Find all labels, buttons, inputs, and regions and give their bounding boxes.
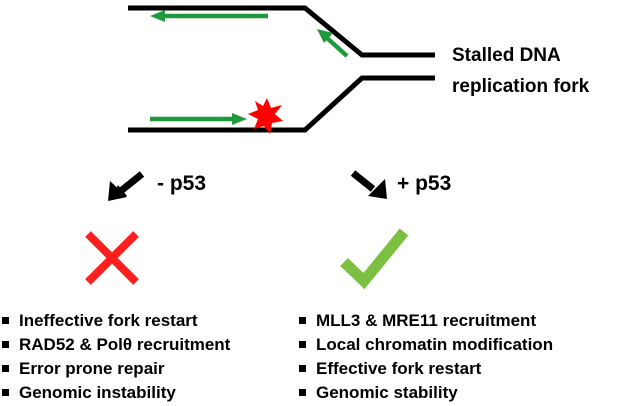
green-checkmark-icon	[340, 228, 409, 290]
nascent-strand-top	[150, 10, 268, 22]
list-item: Error prone repair	[1, 357, 230, 381]
branch-label-minus-p53: - p53	[157, 172, 207, 195]
down-left-arrow-icon	[108, 171, 145, 201]
branch-label-plus-p53: + p53	[397, 172, 452, 195]
fork-label: Stalled DNA replication fork	[452, 40, 589, 102]
nascent-strand-diagonal	[317, 29, 349, 58]
list-item: RAD52 & Polθ recruitment	[1, 333, 230, 357]
list-item: Effective fork restart	[298, 357, 553, 381]
list-item: Ineffective fork restart	[1, 309, 230, 333]
fork-label-line-2: replication fork	[452, 76, 590, 97]
outcome-list-plus-p53: MLL3 & MRE11 recruitment Local chromatin…	[298, 309, 553, 405]
dna-damage-burst-icon	[248, 98, 283, 134]
down-right-arrow-icon	[350, 170, 387, 199]
red-cross-icon	[85, 231, 139, 285]
dna-strand-top	[128, 5, 435, 58]
outcome-list-minus-p53: Ineffective fork restart RAD52 & Polθ re…	[1, 309, 230, 405]
list-item: Genomic stability	[298, 381, 553, 405]
dna-strand-bottom	[128, 75, 435, 133]
fork-label-line-1: Stalled DNA	[452, 45, 561, 66]
list-item: MLL3 & MRE11 recruitment	[298, 309, 553, 333]
nascent-strand-bottom	[150, 113, 247, 125]
list-item: Local chromatin modification	[298, 333, 553, 357]
list-item: Genomic instability	[1, 381, 230, 405]
